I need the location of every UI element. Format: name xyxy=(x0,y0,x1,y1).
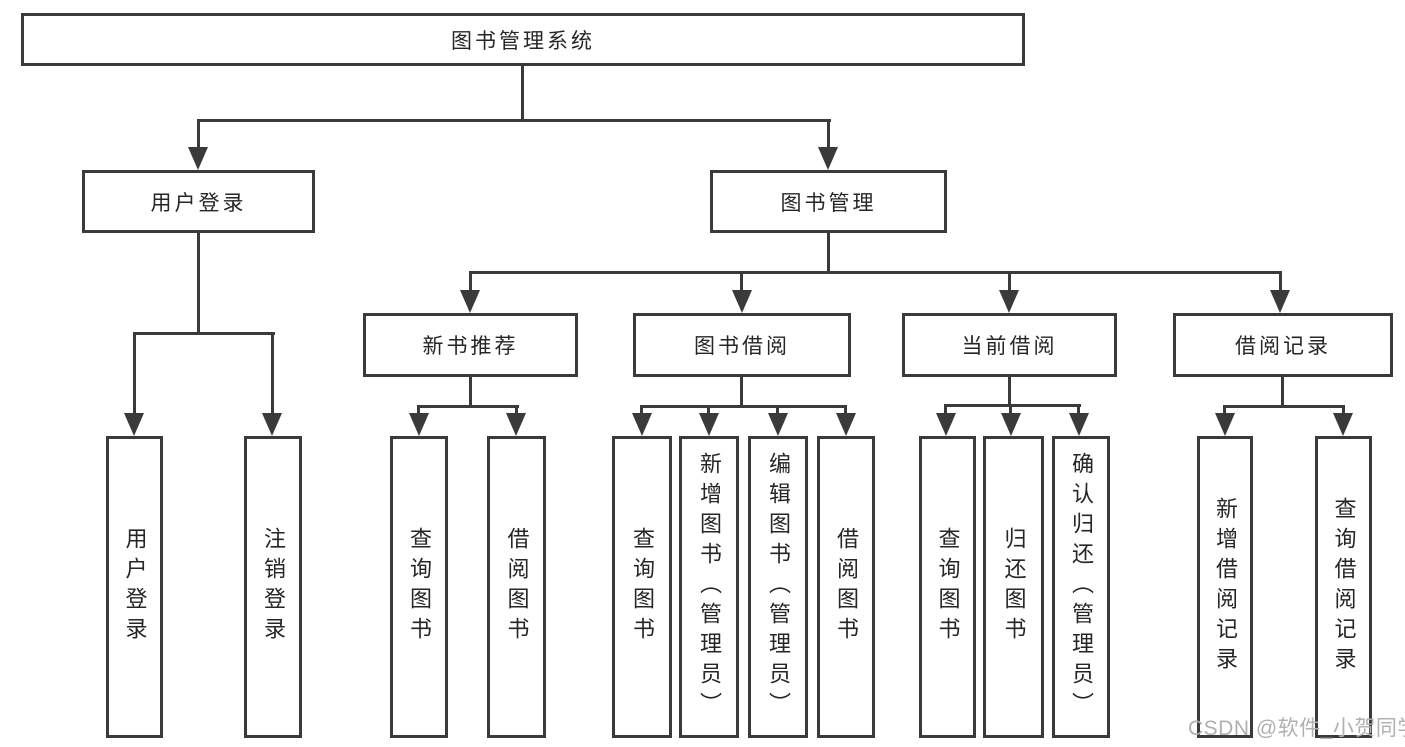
node-label: 确认归还（管理员） xyxy=(1069,452,1094,722)
connector-line xyxy=(740,271,743,292)
leaf-logout: 注销登录 xyxy=(244,436,302,738)
arrow-down-icon xyxy=(732,290,752,313)
node-label: 新增借阅记录 xyxy=(1213,497,1238,677)
arrow-down-icon xyxy=(1215,413,1235,436)
node-label: 归还图书 xyxy=(1001,527,1027,647)
connector-line xyxy=(1008,271,1011,292)
node-label: 新增图书（管理员） xyxy=(697,452,722,722)
connector-line xyxy=(1077,404,1080,415)
connector-line xyxy=(707,405,710,415)
leaf-query-borrow-record: 查询借阅记录 xyxy=(1315,436,1372,738)
connector-line xyxy=(827,119,830,148)
arrow-down-icon xyxy=(409,413,429,436)
node-borrowing-records: 借阅记录 xyxy=(1173,313,1393,377)
connector-line xyxy=(844,405,847,415)
arrow-down-icon xyxy=(936,413,956,436)
connector-line xyxy=(197,233,200,334)
leaf-add-book-admin: 新增图书（管理员） xyxy=(679,436,739,738)
arrow-down-icon xyxy=(818,147,838,170)
connector-line xyxy=(1008,377,1011,407)
connector-line xyxy=(640,405,643,415)
leaf-borrow-books-2: 借阅图书 xyxy=(817,436,875,738)
connector-line xyxy=(944,404,1081,407)
connector-line xyxy=(1223,405,1226,415)
node-label: 编辑图书（管理员） xyxy=(766,452,791,722)
arrow-down-icon xyxy=(1001,413,1021,436)
node-label: 借阅记录 xyxy=(1235,335,1331,358)
connector-line xyxy=(271,332,274,413)
connector-line xyxy=(1342,405,1345,415)
node-label: 注销登录 xyxy=(261,527,286,647)
connector-line xyxy=(1279,271,1282,292)
connector-line xyxy=(417,405,519,408)
connector-line xyxy=(469,271,1282,274)
connector-line xyxy=(827,233,830,273)
connector-line xyxy=(417,405,420,415)
node-user-login: 用户登录 xyxy=(82,170,315,233)
connector-line xyxy=(1223,405,1345,408)
leaf-add-borrow-record: 新增借阅记录 xyxy=(1197,436,1253,738)
node-label: 借阅图书 xyxy=(504,527,530,647)
arrow-down-icon xyxy=(262,413,282,436)
connector-line xyxy=(1009,404,1012,415)
arrow-down-icon xyxy=(188,147,208,170)
arrow-down-icon xyxy=(460,290,480,313)
connector-line xyxy=(515,405,518,415)
node-label: 查询图书 xyxy=(935,527,961,647)
node-book-borrowing: 图书借阅 xyxy=(633,313,851,377)
arrow-down-icon xyxy=(506,413,526,436)
node-current-borrowing: 当前借阅 xyxy=(902,313,1117,377)
arrow-down-icon xyxy=(699,413,719,436)
node-label: 当前借阅 xyxy=(961,335,1058,358)
connector-line xyxy=(197,119,200,148)
arrow-down-icon xyxy=(632,413,652,436)
leaf-confirm-return-admin: 确认归还（管理员） xyxy=(1052,436,1110,738)
arrow-down-icon xyxy=(768,413,788,436)
leaf-query-books-3: 查询图书 xyxy=(919,436,976,738)
leaf-user-login: 用户登录 xyxy=(106,436,163,738)
leaf-query-books-1: 查询图书 xyxy=(390,436,448,738)
node-book-management: 图书管理 xyxy=(710,170,947,233)
arrow-down-icon xyxy=(1333,413,1353,436)
node-label: 借阅图书 xyxy=(834,527,859,647)
leaf-return-book: 归还图书 xyxy=(983,436,1044,738)
connector-line xyxy=(133,332,136,413)
connector-line xyxy=(197,119,831,122)
node-label: 图书管理 xyxy=(780,191,877,215)
node-label: 图书管理系统 xyxy=(451,29,595,53)
connector-line xyxy=(469,271,472,292)
leaf-borrow-books-1: 借阅图书 xyxy=(487,436,546,738)
arrow-down-icon xyxy=(1069,413,1089,436)
connector-line xyxy=(521,66,524,121)
connector-line xyxy=(640,405,847,408)
arrow-down-icon xyxy=(836,413,856,436)
node-new-book-recommend: 新书推荐 xyxy=(363,313,578,377)
node-label: 查询图书 xyxy=(407,527,432,647)
arrow-down-icon xyxy=(124,413,144,436)
arrow-down-icon xyxy=(1270,290,1290,313)
node-label: 查询借阅记录 xyxy=(1331,497,1357,677)
arrow-down-icon xyxy=(999,290,1019,313)
connector-line xyxy=(469,377,472,408)
connector-line xyxy=(133,332,275,335)
connector-line xyxy=(776,405,779,415)
node-label: 用户登录 xyxy=(150,191,247,215)
node-label: 查询图书 xyxy=(630,527,655,647)
connector-line xyxy=(1281,377,1284,408)
connector-line xyxy=(740,377,743,408)
node-label: 图书借阅 xyxy=(694,335,790,358)
node-label: 新书推荐 xyxy=(422,335,519,358)
watermark: CSDN @软件_小贺同学 xyxy=(1188,717,1405,740)
leaf-query-books-2: 查询图书 xyxy=(612,436,672,738)
node-root: 图书管理系统 xyxy=(21,13,1025,66)
leaf-edit-book-admin: 编辑图书（管理员） xyxy=(748,436,808,738)
connector-line xyxy=(944,404,947,415)
node-label: 用户登录 xyxy=(122,527,148,647)
